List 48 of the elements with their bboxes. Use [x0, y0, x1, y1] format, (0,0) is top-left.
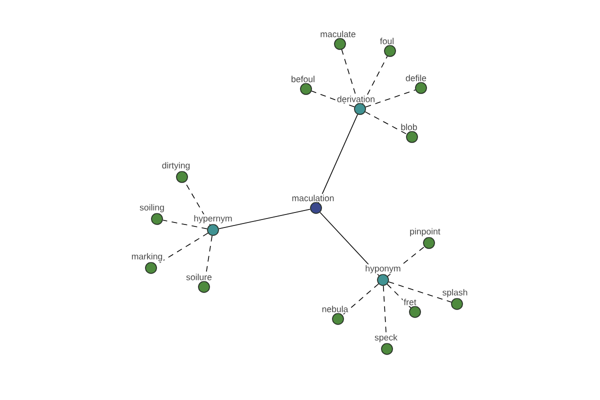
node-dot: [384, 45, 396, 57]
node-dot: [300, 83, 312, 95]
connector-line: [365, 90, 416, 108]
node-dot: [377, 274, 389, 286]
connector-line: [184, 182, 210, 226]
connector-line: [386, 284, 412, 308]
node-label: splash: [441, 288, 469, 298]
node-dot: [176, 171, 188, 183]
node-dot: [409, 306, 421, 318]
node-label: dirtying: [160, 161, 192, 172]
node-dot: [334, 38, 346, 50]
node-label: defile: [404, 74, 428, 82]
connector-line: [342, 283, 379, 316]
node-dot: [332, 313, 344, 325]
node-dot: [415, 82, 427, 94]
node-label: maculate: [319, 30, 357, 38]
connector-line: [318, 114, 358, 203]
node-dot: [451, 298, 463, 310]
node-dot: [354, 103, 366, 115]
node-dot: [207, 224, 219, 236]
connector-line: [362, 56, 388, 104]
node-dot: [423, 237, 435, 249]
node-label: derivation: [336, 94, 376, 104]
node-label: maculation: [290, 194, 336, 202]
node-label: soiling: [138, 203, 166, 214]
node-dot: [145, 262, 157, 274]
node-label: hypernym: [192, 214, 234, 224]
connector-line: [311, 90, 355, 108]
node-label: hyponym: [364, 264, 402, 274]
connector-line: [162, 220, 208, 230]
node-dot: [381, 343, 393, 355]
node-label: blob: [400, 122, 418, 132]
node-dot: [406, 131, 418, 143]
node-dot: [151, 213, 163, 225]
connector-line: [218, 208, 311, 230]
node-label: nebula: [320, 304, 350, 314]
connector-line: [388, 281, 452, 303]
node-dot: [310, 202, 322, 214]
connector-line: [364, 111, 408, 135]
connector-line: [341, 49, 359, 104]
node-label: pinpoint: [408, 227, 442, 238]
node-label: fret: [402, 298, 418, 306]
node-label: marking: [130, 252, 164, 262]
node-label: soilure: [185, 272, 213, 282]
node-label: speck: [374, 333, 398, 344]
node-dot: [198, 281, 210, 293]
node-label: befoul: [290, 74, 316, 84]
node-label: foul: [379, 36, 395, 46]
